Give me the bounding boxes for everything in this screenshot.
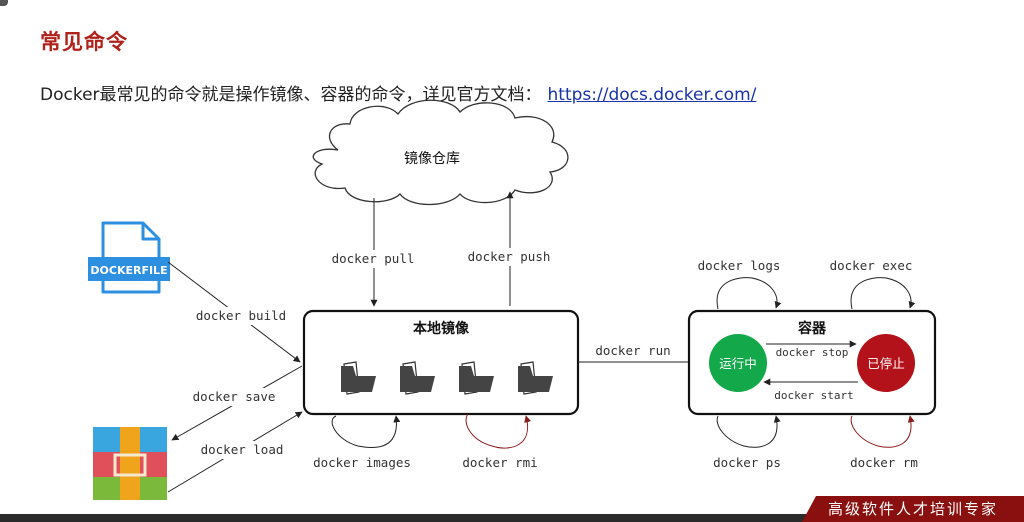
stopped-label: 已停止: [867, 356, 905, 371]
stopped-state-circle: [857, 334, 915, 392]
rmi-loop-arrow: [465, 413, 532, 449]
docker-rm-label: docker rm: [850, 455, 918, 470]
docs-link[interactable]: https://docs.docker.com/: [547, 85, 757, 105]
running-state-circle: [709, 334, 767, 392]
footer-banner: 高级软件人才培训专家: [802, 496, 1024, 522]
container-box-label: 容器: [797, 320, 827, 337]
dockerfile-icon: [88, 221, 170, 294]
docker-save-label: docker save: [193, 389, 276, 404]
docker-ps-label: docker ps: [713, 455, 781, 470]
docker-build-label: docker build: [196, 308, 286, 323]
archive-icon: [93, 427, 167, 500]
docker-push-label: docker push: [468, 249, 551, 264]
image-file-icon: [459, 361, 494, 395]
docker-stop-label: docker stop: [776, 346, 849, 359]
docker-images-label: docker images: [313, 455, 411, 470]
image-file-icon: [518, 361, 553, 395]
exec-loop-arrow: [850, 277, 916, 310]
registry-cloud: [312, 99, 569, 206]
intro-text: Docker最常见的命令就是操作镜像、容器的命令，详见官方文档：: [40, 85, 542, 105]
window-corner: [0, 0, 8, 6]
docker-load-label: docker load: [201, 442, 284, 457]
footer-bar: [0, 514, 1024, 522]
slide-title: 常见命令: [40, 30, 128, 54]
intro-line: Docker最常见的命令就是操作镜像、容器的命令，详见官方文档：https://…: [40, 80, 756, 105]
rm-loop-arrow: [850, 415, 915, 448]
image-file-icon: [341, 361, 376, 395]
dockerfile-label: DOCKERFILE: [90, 264, 167, 277]
ps-loop-arrow: [716, 415, 781, 448]
local-images-label: 本地镜像: [413, 320, 470, 337]
image-file-icon: [400, 361, 435, 395]
docker-exec-label: docker exec: [830, 258, 913, 273]
docker-rmi-label: docker rmi: [462, 455, 537, 470]
images-loop-arrow: [331, 415, 401, 449]
running-label: 运行中: [719, 356, 757, 371]
docker-logs-label: docker logs: [698, 258, 781, 273]
logs-loop-arrow: [716, 277, 782, 310]
docker-run-label: docker run: [595, 343, 670, 358]
docker-pull-label: docker pull: [332, 251, 415, 266]
docker-start-label: docker start: [774, 389, 853, 402]
registry-label: 镜像仓库: [404, 151, 460, 167]
